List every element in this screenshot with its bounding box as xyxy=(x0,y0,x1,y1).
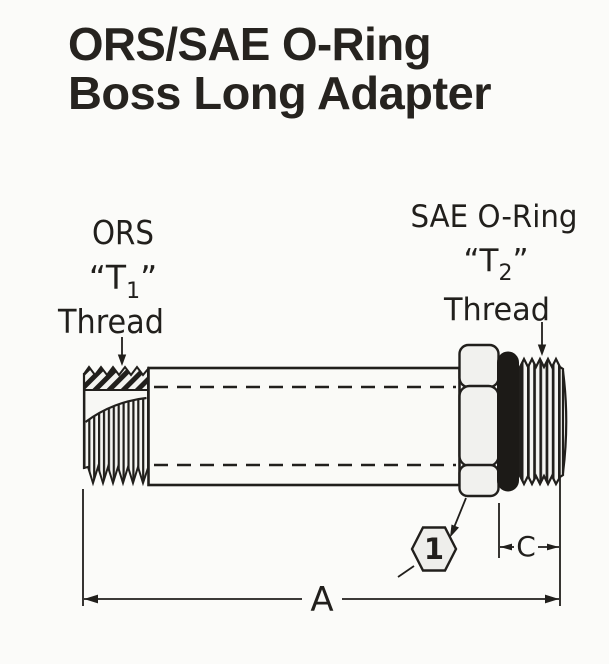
sae-thread-section xyxy=(518,356,568,487)
sae-label-thread-word: Thread xyxy=(443,292,550,328)
hex-size-callout: 1 xyxy=(397,497,467,578)
page-title-line2: Boss Long Adapter xyxy=(68,67,492,119)
ors-leader-arrow-icon xyxy=(117,337,127,366)
sae-label-thread-code: “T2” xyxy=(463,243,528,286)
dim-c-arrowhead-right xyxy=(547,543,559,551)
dimension-a: A xyxy=(84,580,559,620)
title-block: ORS/SAE O-Ring Boss Long Adapter xyxy=(68,18,492,119)
ors-thread-section xyxy=(82,365,149,487)
dim-c-label: C xyxy=(516,530,536,563)
dim-a-arrowhead-right xyxy=(545,594,559,604)
ors-thread-chamfer-line xyxy=(84,396,147,423)
callout-number: 1 xyxy=(424,532,444,566)
dim-c-arrowhead-left xyxy=(500,543,512,551)
ors-thread-crest-hatch xyxy=(83,365,149,391)
dimension-annotations: A C 1 xyxy=(82,477,561,620)
sae-thread-ridges xyxy=(518,356,565,487)
callout-leader-line xyxy=(452,497,467,531)
adapter-drawing xyxy=(82,343,568,498)
ors-label-thread-word: Thread xyxy=(57,302,164,341)
dimension-c: C xyxy=(500,530,559,563)
hex-face-middle xyxy=(458,384,500,468)
ors-thread-chamfer xyxy=(85,391,147,422)
o-ring xyxy=(497,351,519,492)
hex-nut xyxy=(458,343,500,498)
sae-thread-label: SAE O-Ring “T2” Thread xyxy=(411,199,578,356)
hex-face-bottom xyxy=(458,463,500,498)
page-title-line1: ORS/SAE O-Ring xyxy=(68,18,431,70)
adapter-body-outline xyxy=(147,366,461,487)
sae-leader-arrow-icon xyxy=(537,322,547,356)
hex-face-top xyxy=(458,343,500,389)
callout-hexagon-icon xyxy=(410,526,458,572)
adapter-body xyxy=(147,366,461,487)
callout-leader-arrowhead xyxy=(450,524,459,538)
dim-a-label: A xyxy=(310,580,333,620)
ors-label-name: ORS xyxy=(92,213,154,252)
ors-thread-label: ORS “T1” Thread xyxy=(57,213,164,366)
ors-label-thread-code: “T1” xyxy=(89,258,157,304)
sae-thread-end-cap xyxy=(561,370,568,474)
callout-leader-tail xyxy=(397,565,415,578)
dim-a-arrowhead-left xyxy=(84,594,98,604)
sae-label-name: SAE O-Ring xyxy=(411,199,578,235)
